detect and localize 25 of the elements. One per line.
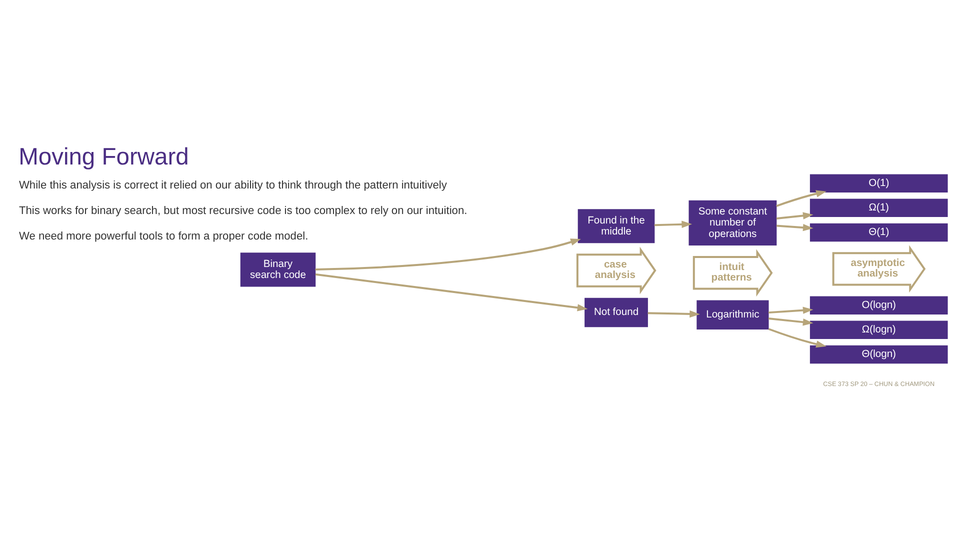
arrow: [654, 220, 692, 228]
node-box: Found in the middle: [578, 208, 655, 243]
node-box: Logarithmic: [696, 300, 769, 330]
arrow: [648, 310, 700, 318]
node-box: O(logn): [810, 296, 948, 314]
node-box: Not found: [584, 297, 648, 327]
node-box: Θ(logn): [810, 344, 948, 364]
label: We need more powerful tools to form a proper code model.: [18, 230, 308, 242]
node-box: O(1): [810, 174, 948, 192]
label: This works for binary search, but most recursive code is too complex to rely on our intuition.: [18, 204, 468, 217]
node-box: Some constant number of operations: [688, 200, 777, 246]
arrow: [768, 317, 814, 326]
diagram-title: Moving Forward: [18, 142, 189, 170]
arrow: [768, 306, 814, 314]
arrow: [315, 272, 588, 311]
node-box: Ω(logn): [810, 320, 948, 339]
arrow: [776, 190, 826, 206]
node-box: Θ(1): [810, 222, 948, 242]
arrow: [768, 328, 826, 348]
node-box: Binary search code: [240, 252, 316, 286]
arrow: [315, 238, 581, 270]
label: While this analysis is correct it relied on our ability to think through the pattern intuitively: [18, 179, 447, 192]
arrow: [776, 223, 814, 231]
arrow: [776, 212, 814, 219]
node-box: Ω(1): [810, 198, 948, 217]
